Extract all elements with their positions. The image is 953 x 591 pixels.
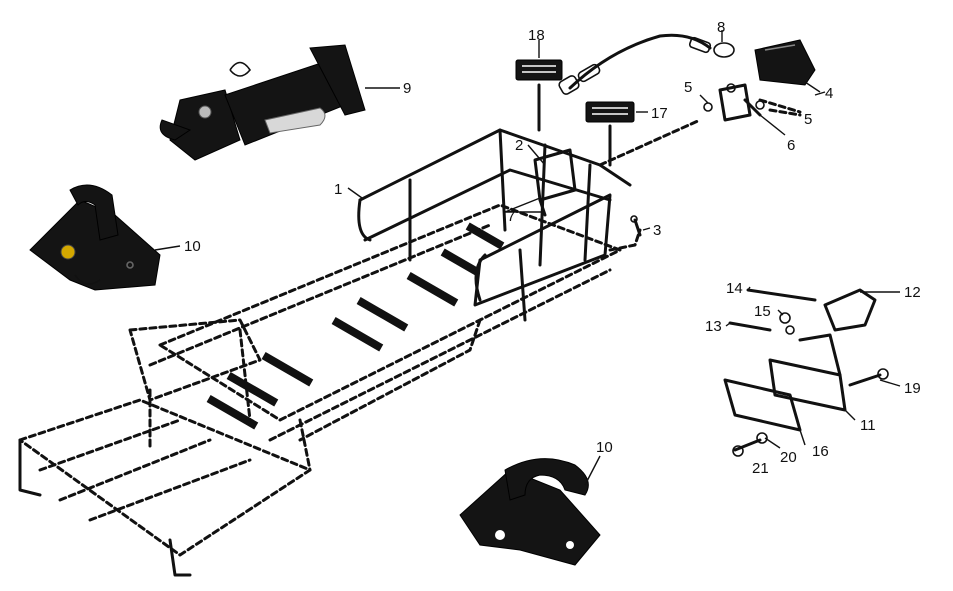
- hitch-assembly-drawing: [723, 288, 901, 457]
- callout-20: 20: [780, 449, 797, 466]
- callout-9: 9: [403, 80, 411, 97]
- callout-5-right: 5: [804, 111, 812, 128]
- main-frame-drawing: [18, 118, 702, 577]
- tow-hook-photo-10b: [459, 455, 601, 566]
- callout-18: 18: [528, 27, 545, 44]
- callout-13: 13: [705, 318, 722, 335]
- tow-hook-photo-10a: [29, 184, 181, 291]
- callout-leaders: [347, 40, 826, 327]
- callout-3: 3: [653, 222, 661, 239]
- callout-15: 15: [754, 303, 771, 320]
- callout-10-top: 10: [184, 238, 201, 255]
- callout-14: 14: [726, 280, 743, 297]
- callout-4: 4: [825, 85, 833, 102]
- callout-2: 2: [515, 137, 523, 154]
- callout-16: 16: [812, 443, 829, 460]
- lamp-part-4: [754, 39, 821, 93]
- callout-6: 6: [787, 137, 795, 154]
- callout-12: 12: [904, 284, 921, 301]
- callout-7: 7: [507, 208, 515, 225]
- pad-part-18: [515, 59, 563, 132]
- pad-part-17: [585, 101, 635, 167]
- bolt-part-3: [630, 215, 642, 237]
- callout-19: 19: [904, 380, 921, 397]
- hitch-receiver-photo-9: [159, 44, 400, 161]
- callout-21: 21: [752, 460, 769, 477]
- cable-part-8: [558, 30, 735, 95]
- callout-10-bottom: 10: [596, 439, 613, 456]
- callout-labels: 1 2 3 4 5 5 6 7 8 9 10 10 11 12 13 14 15…: [184, 19, 921, 477]
- callout-17: 17: [651, 105, 668, 122]
- callout-8: 8: [717, 19, 725, 36]
- bracket-part-6: [699, 83, 802, 136]
- callout-5-left: 5: [684, 79, 692, 96]
- callout-11: 11: [860, 417, 876, 434]
- callout-1: 1: [334, 181, 342, 198]
